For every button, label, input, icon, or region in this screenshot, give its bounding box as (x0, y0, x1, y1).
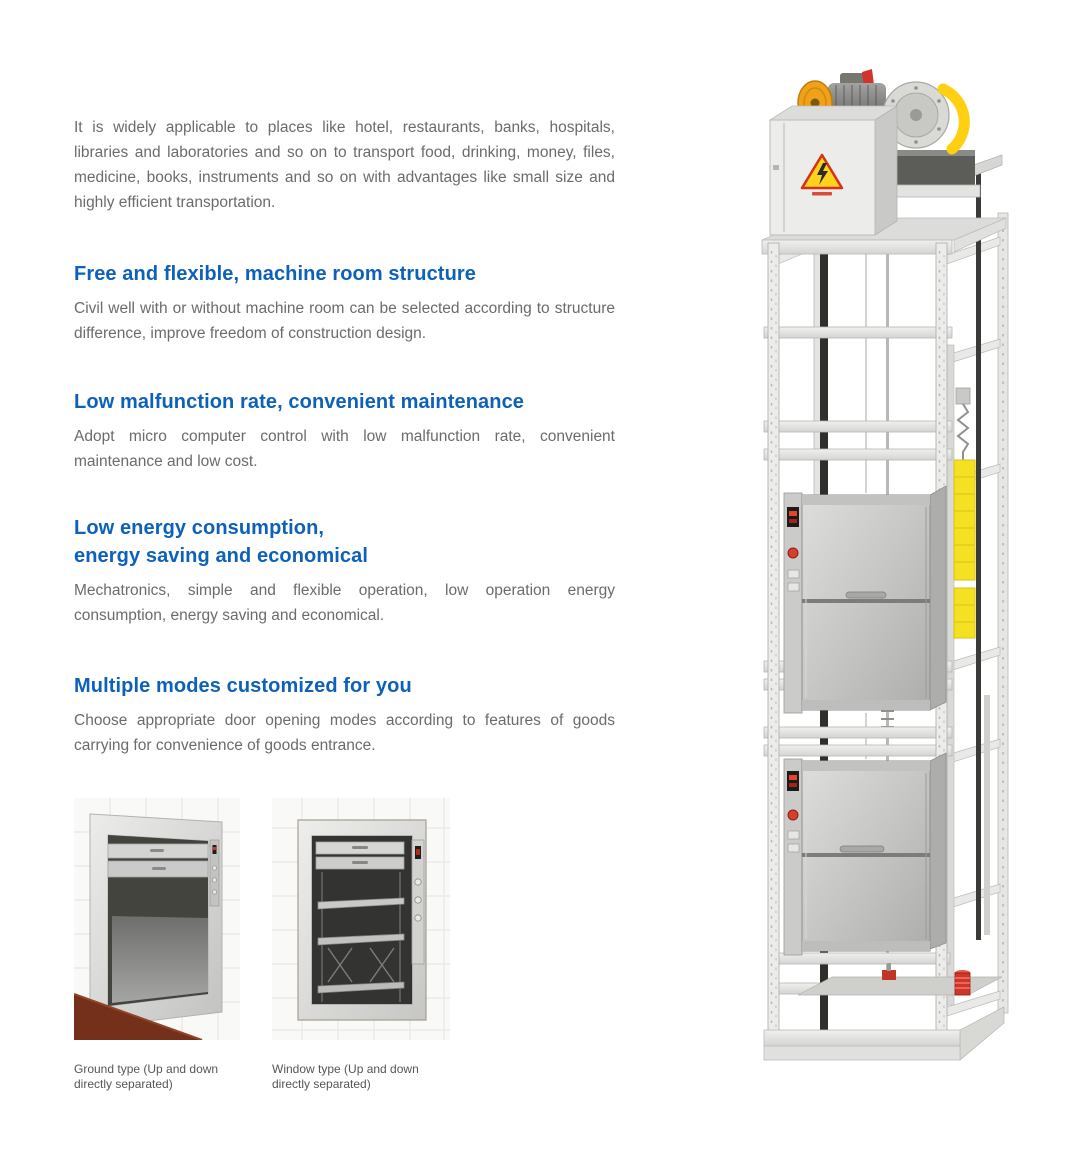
warning-triangle-icon (800, 153, 844, 196)
indicator-light (416, 849, 420, 855)
floor-display (787, 507, 799, 527)
emergency-stop-button (787, 809, 799, 821)
figure-row: Ground type (Up and down directly separa… (74, 798, 615, 1092)
shutter-slats (107, 843, 209, 878)
feature-section-machine-room: Free and flexible, machine room structur… (74, 260, 615, 346)
feature-heading: Multiple modes customized for you (74, 675, 412, 697)
call-panel (209, 839, 220, 907)
window-type-photo (272, 798, 450, 1040)
feature-heading: Free and flexible, machine room structur… (74, 263, 476, 285)
feature-body: Choose appropriate door opening modes ac… (74, 712, 615, 754)
feature-heading: Low malfunction rate, convenient mainten… (74, 391, 525, 413)
intro-paragraph: It is widely applicable to places like h… (74, 119, 615, 211)
figure-ground-type: Ground type (Up and down directly separa… (74, 798, 240, 1092)
control-cabinet (768, 105, 899, 236)
feature-section-multiple-modes: Multiple modes customized for you Choose… (74, 672, 615, 758)
call-panel (411, 839, 425, 965)
shelves (317, 897, 405, 994)
cabin-upper (783, 485, 947, 714)
door-handle (845, 591, 887, 599)
emergency-stop-button (787, 547, 799, 559)
counterweight (953, 387, 976, 639)
shelf-braces (327, 947, 395, 983)
shutter-slats (315, 841, 405, 870)
base-frame (763, 963, 1005, 1061)
feature-body: Mechatronics, simple and flexible operat… (74, 582, 615, 624)
call-button (787, 830, 800, 840)
feature-heading: Low energy consumption, energy saving an… (74, 517, 369, 567)
dumbwaiter-structure-photo (761, 69, 1009, 1061)
figure-caption: Window type (Up and down directly separa… (272, 1062, 419, 1091)
buffer-spring (954, 972, 971, 996)
text-column: It is widely applicable to places like h… (74, 0, 615, 1092)
guide-rail-right (976, 170, 981, 940)
door-split-seam (802, 599, 930, 603)
tension-spring (956, 403, 970, 460)
ground-type-photo (74, 798, 240, 1040)
door-handle (839, 845, 885, 853)
feature-section-low-energy: Low energy consumption, energy saving an… (74, 514, 615, 628)
feature-body: Adopt micro computer control with low ma… (74, 428, 615, 470)
call-button (787, 843, 800, 853)
figure-window-type: Window type (Up and down directly separa… (272, 798, 450, 1092)
indicator-light (213, 847, 216, 850)
door-split-seam (802, 853, 930, 857)
cabin-floor-panel (112, 916, 208, 1003)
feature-body: Civil well with or without machine room … (74, 300, 615, 342)
flywheel-guard (937, 83, 970, 155)
buffer-valve (882, 970, 896, 980)
call-button (787, 582, 800, 592)
floor-display (787, 771, 799, 791)
call-button (787, 569, 800, 579)
brake-lever (862, 69, 874, 87)
cabin-lower (783, 752, 947, 956)
feature-section-low-malfunction: Low malfunction rate, convenient mainten… (74, 388, 615, 474)
figure-caption: Ground type (Up and down directly separa… (74, 1062, 219, 1091)
